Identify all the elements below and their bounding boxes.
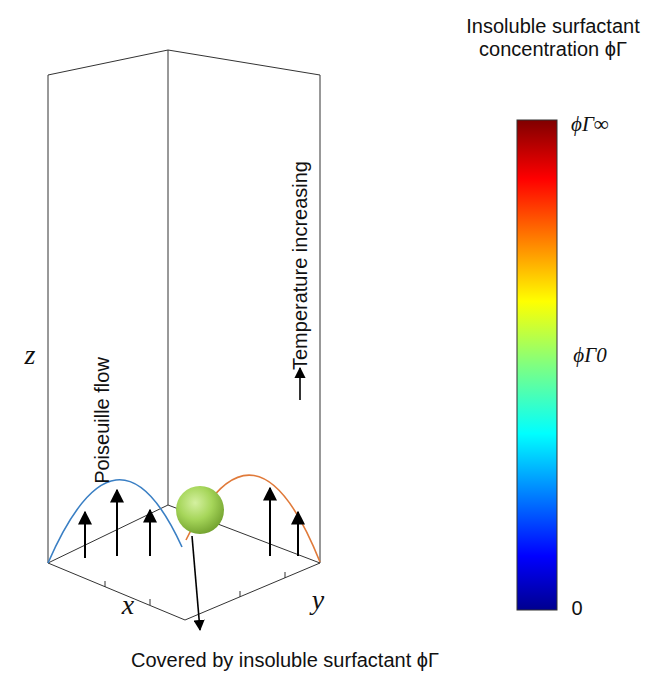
- domain-box: [48, 50, 320, 620]
- caption-label: Covered by insoluble surfactant ϕΓ: [131, 649, 439, 672]
- leader-arrow: [192, 536, 200, 630]
- colorbar: [517, 120, 557, 610]
- colorbar-title: Insoluble surfactant concentration ϕΓ: [451, 15, 656, 61]
- temperature-label: Temperature increasing: [289, 161, 312, 370]
- droplet: [176, 486, 224, 534]
- axis-label: z: [25, 339, 36, 371]
- tick-label: ϕΓ∞: [571, 112, 609, 136]
- axis-label: x: [122, 589, 134, 621]
- flow-profile: [48, 480, 182, 563]
- temperature-arrow: [299, 368, 301, 400]
- tick-label: ϕΓ0: [573, 343, 606, 367]
- tick-label: 0: [571, 597, 582, 620]
- axis-label: y: [312, 584, 324, 616]
- flow-label: Poiseuille flow: [90, 357, 113, 484]
